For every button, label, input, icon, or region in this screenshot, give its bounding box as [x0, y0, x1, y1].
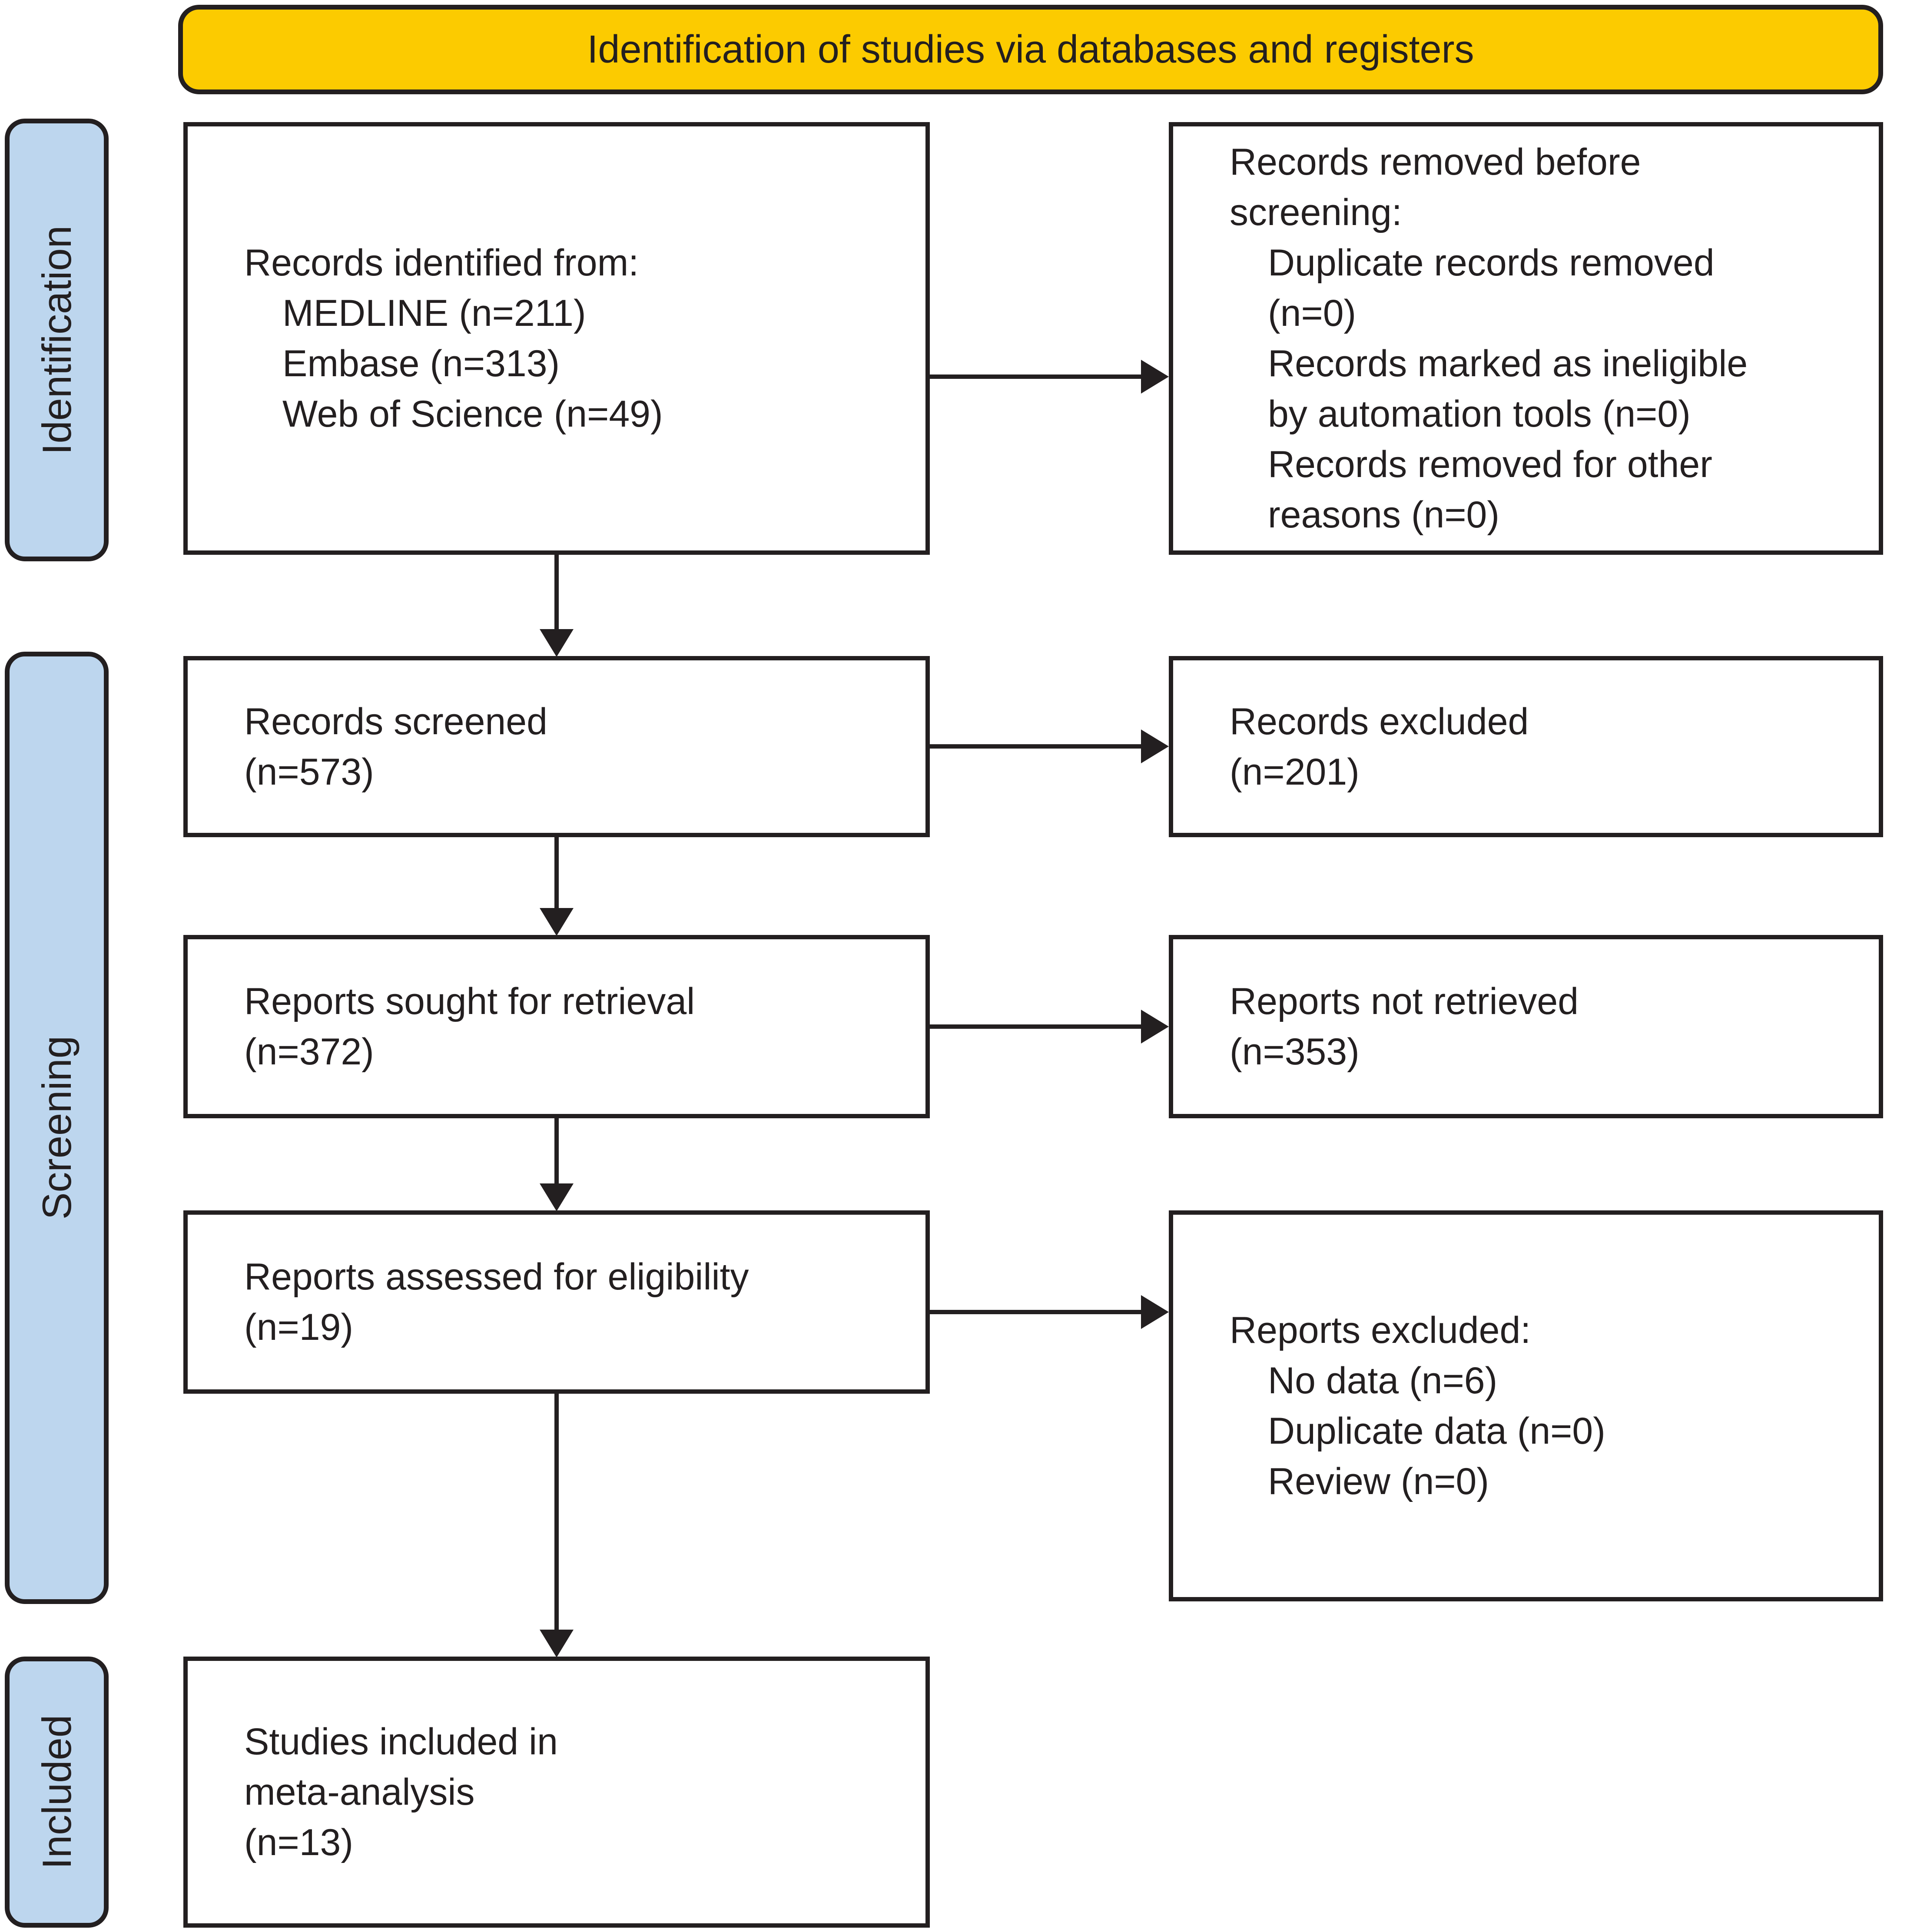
box-records-removed-line: Records removed before: [1230, 141, 1641, 183]
arrow-sought-to-assessed-head: [540, 1183, 574, 1211]
stage-label-screening: Screening: [5, 652, 109, 1604]
box-records-identified-line: Records identified from:: [244, 242, 639, 284]
box-reports-excluded-line: Reports excluded:: [1230, 1309, 1531, 1351]
box-reports-not-retrieved-line: (n=353): [1230, 1031, 1360, 1073]
box-records-removed-line: Records marked as ineligible: [1268, 343, 1748, 384]
box-records-excluded-line: (n=201): [1230, 751, 1360, 793]
stage-label-included: Included: [5, 1657, 109, 1928]
box-reports-not-retrieved-line: Reports not retrieved: [1230, 981, 1579, 1022]
box-records-removed-line: by automation tools (n=0): [1268, 393, 1691, 435]
box-records-removed-line: Records removed for other: [1268, 444, 1712, 485]
box-records-identified-line: Web of Science (n=49): [282, 393, 663, 435]
arrow-sought-to-not-retrieved-head: [1141, 1010, 1169, 1044]
box-records-removed-line: Duplicate records removed: [1268, 242, 1715, 284]
box-records-removed-line: reasons (n=0): [1268, 494, 1500, 536]
arrow-sought-to-not-retrieved-shaft: [930, 1024, 1145, 1029]
box-reports-excluded-line: Review (n=0): [1268, 1461, 1489, 1502]
title-text: Identification of studies via databases …: [587, 28, 1474, 71]
box-records-removed-before-screening: Records removed before screening: Duplic…: [1169, 122, 1883, 555]
arrow-screened-to-excluded-head: [1141, 729, 1169, 763]
box-reports-assessed-line: (n=19): [244, 1306, 353, 1348]
box-reports-excluded: Reports excluded: No data (n=6) Duplicat…: [1169, 1210, 1883, 1601]
arrow-assessed-to-reports-excluded-shaft: [930, 1310, 1145, 1314]
box-records-excluded: Records excluded (n=201): [1169, 656, 1883, 837]
arrow-sought-to-assessed-shaft: [554, 1118, 559, 1188]
stage-label-identification-text: Identification: [33, 225, 80, 455]
box-reports-assessed: Reports assessed for eligibility (n=19): [183, 1210, 930, 1394]
title-banner: Identification of studies via databases …: [178, 5, 1883, 94]
box-records-screened-line: (n=573): [244, 751, 374, 793]
arrow-identified-to-removed-shaft: [930, 374, 1145, 379]
box-reports-assessed-line: Reports assessed for eligibility: [244, 1256, 749, 1298]
stage-label-screening-text: Screening: [33, 1036, 80, 1220]
arrow-assessed-to-reports-excluded-head: [1141, 1295, 1169, 1329]
stage-label-identification: Identification: [5, 119, 109, 561]
arrow-identified-to-screened-shaft: [554, 555, 559, 634]
box-studies-included-line: (n=13): [244, 1822, 353, 1863]
box-studies-included: Studies included in meta-analysis (n=13): [183, 1657, 930, 1928]
box-records-identified-line: Embase (n=313): [282, 343, 560, 384]
box-studies-included-line: Studies included in: [244, 1721, 558, 1763]
box-reports-excluded-line: Duplicate data (n=0): [1268, 1410, 1605, 1452]
box-records-removed-line: (n=0): [1268, 292, 1356, 334]
box-reports-sought: Reports sought for retrieval (n=372): [183, 935, 930, 1118]
box-records-identified-line: MEDLINE (n=211): [282, 292, 586, 334]
box-reports-sought-line: Reports sought for retrieval: [244, 981, 695, 1022]
box-records-excluded-line: Records excluded: [1230, 700, 1529, 742]
arrow-screened-to-excluded-shaft: [930, 744, 1145, 749]
box-reports-not-retrieved: Reports not retrieved (n=353): [1169, 935, 1883, 1118]
arrow-screened-to-sought-shaft: [554, 837, 559, 913]
arrow-identified-to-removed-head: [1141, 360, 1169, 394]
arrow-assessed-to-included-head: [540, 1630, 574, 1657]
box-reports-sought-line: (n=372): [244, 1031, 374, 1073]
box-reports-excluded-line: No data (n=6): [1268, 1360, 1498, 1402]
box-records-screened: Records screened (n=573): [183, 656, 930, 837]
arrow-screened-to-sought-head: [540, 908, 574, 936]
box-records-screened-line: Records screened: [244, 700, 547, 742]
arrow-assessed-to-included-shaft: [554, 1394, 559, 1634]
box-records-identified: Records identified from: MEDLINE (n=211)…: [183, 122, 930, 555]
box-studies-included-line: meta-analysis: [244, 1771, 475, 1813]
box-records-removed-line: screening:: [1230, 192, 1402, 233]
stage-label-included-text: Included: [33, 1715, 80, 1869]
arrow-identified-to-screened-head: [540, 629, 574, 657]
